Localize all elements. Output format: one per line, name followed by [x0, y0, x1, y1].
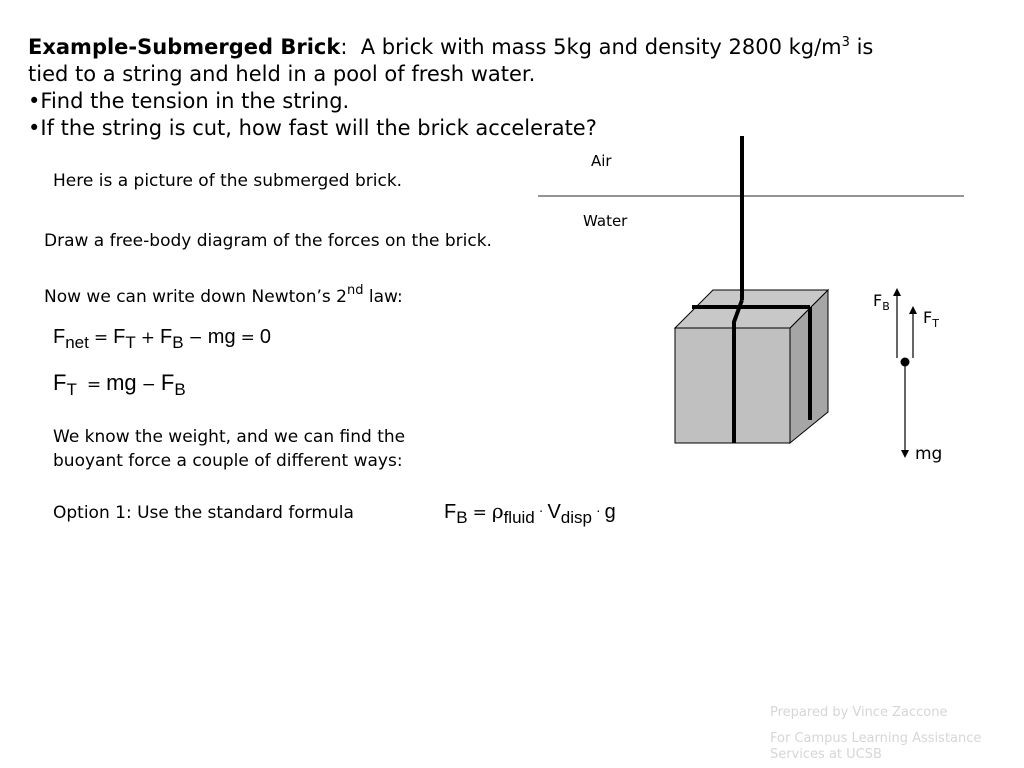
footer-for-line-2: Services at UCSB: [770, 747, 882, 762]
problem-text: A brick with mass 5kg and density 2800 k…: [360, 35, 842, 59]
ft-arrow-head: [909, 306, 917, 314]
ft-label: FT: [923, 308, 939, 331]
fb-arrow-head: [893, 288, 901, 296]
problem-statement: Example-Submerged Brick: A brick with ma…: [28, 29, 988, 142]
option1-text: Option 1: Use the standard formula: [53, 503, 354, 523]
know-line-1: We know the weight, and we can find the: [53, 427, 406, 447]
mg-arrow-head: [901, 450, 909, 458]
equation-newton: Fnet=FT+FB−mg=0: [53, 326, 271, 352]
mg-label: mg: [915, 444, 943, 464]
problem-title: Example-Submerged Brick: [28, 35, 341, 59]
problem-line-1: Example-Submerged Brick: A brick with ma…: [28, 35, 874, 59]
bullet-tension: •Find the tension in the string.: [28, 89, 350, 113]
air-label: Air: [591, 152, 612, 170]
water-label: Water: [583, 212, 628, 230]
fbd-text: Draw a free-body diagram of the forces o…: [44, 231, 492, 251]
know-line-2: buoyant force a couple of different ways…: [53, 451, 403, 471]
bullet-acceleration: •If the string is cut, how fast will the…: [28, 116, 597, 140]
problem-line-2: tied to a string and held in a pool of f…: [28, 62, 536, 86]
equation-tension: FT=mg−FB: [53, 370, 186, 399]
newton-text: Now we can write down Newton’s 2nd law:: [44, 283, 403, 307]
footer-prepared: Prepared by Vince Zaccone: [770, 705, 948, 720]
footer-for-line-1: For Campus Learning Assistance: [770, 731, 982, 746]
fb-label: FB: [873, 291, 890, 314]
fbd-point: [900, 357, 910, 367]
picture-text: Here is a picture of the submerged brick…: [53, 171, 403, 191]
equation-buoyant: FB=ρfluid·Vdisp·g: [444, 499, 616, 527]
